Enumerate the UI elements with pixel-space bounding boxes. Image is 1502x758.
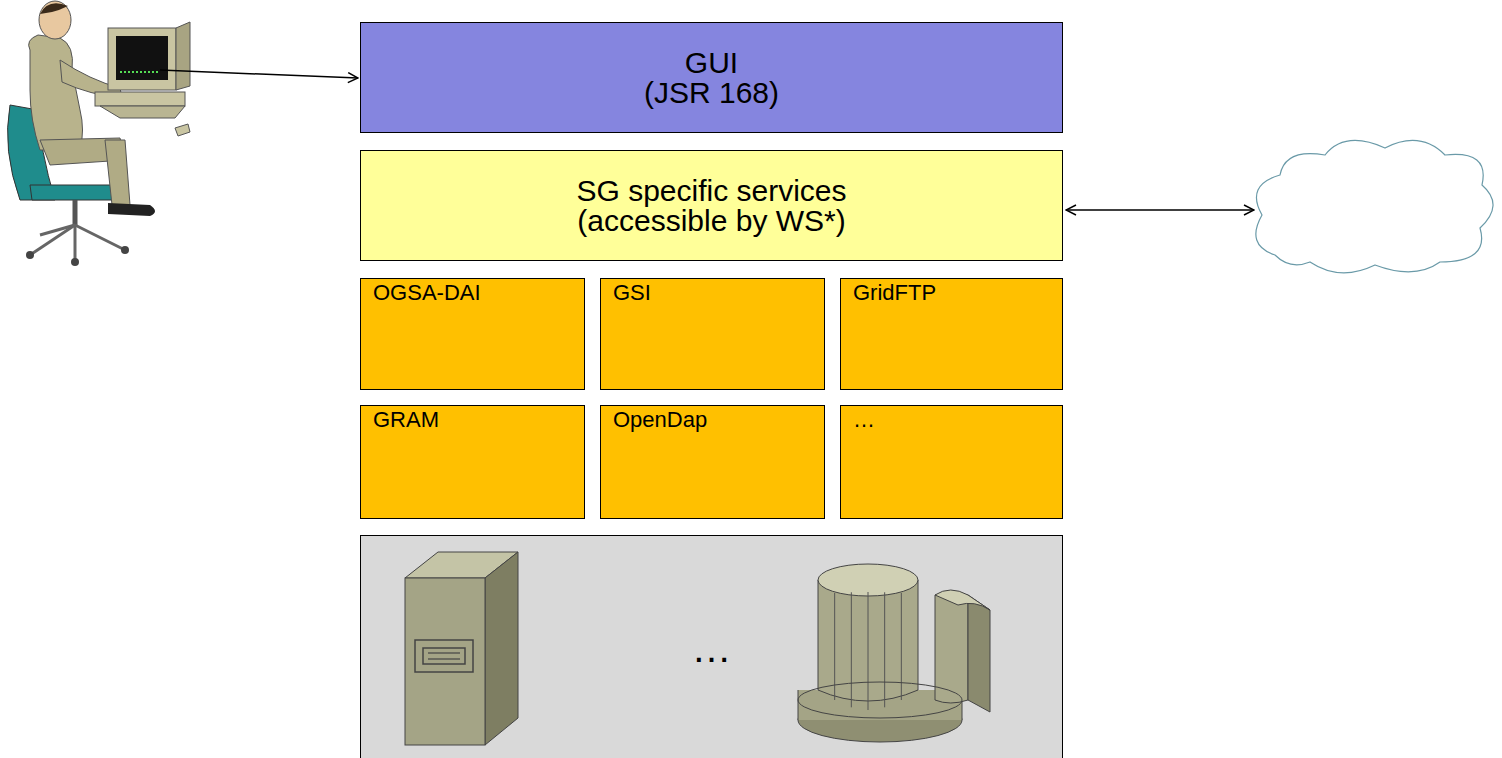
gui-layer-subtitle: (JSR 168) <box>644 78 779 108</box>
user-arrow <box>160 70 358 78</box>
services-layer-subtitle: (accessible by WS*) <box>577 206 845 236</box>
component-box: GridFTP <box>840 278 1063 390</box>
network-arrow <box>1066 209 1254 211</box>
component-box-title: GRAM <box>373 409 439 431</box>
services-layer-title: SG specific services <box>576 176 846 206</box>
cylinder-rib <box>884 592 885 707</box>
gui-layer: GUI(JSR 168) <box>360 22 1063 133</box>
supercomputer-icon <box>798 564 990 742</box>
network-cloud <box>1256 140 1493 272</box>
gui-layer-title: GUI <box>685 48 738 78</box>
component-box-title: … <box>853 409 875 431</box>
component-box-title: OpenDap <box>613 409 707 431</box>
hardware-layer-title: … <box>692 628 732 668</box>
component-box: … <box>840 405 1063 519</box>
component-box: GSI <box>600 278 825 390</box>
cylinder-rib <box>901 593 902 700</box>
component-box: OpenDap <box>600 405 825 519</box>
component-box: OGSA-DAI <box>360 278 585 390</box>
server-icon <box>405 552 518 745</box>
component-box: GRAM <box>360 405 585 519</box>
component-box-title: OGSA-DAI <box>373 282 481 304</box>
services-layer: SG specific services(accessible by WS*) <box>360 150 1063 261</box>
user-figure <box>8 1 190 266</box>
cylinder-rib <box>834 593 835 700</box>
component-box-title: GSI <box>613 282 651 304</box>
component-box-title: GridFTP <box>853 282 936 304</box>
cylinder-rib <box>868 592 869 710</box>
cylinder-rib <box>851 592 852 707</box>
